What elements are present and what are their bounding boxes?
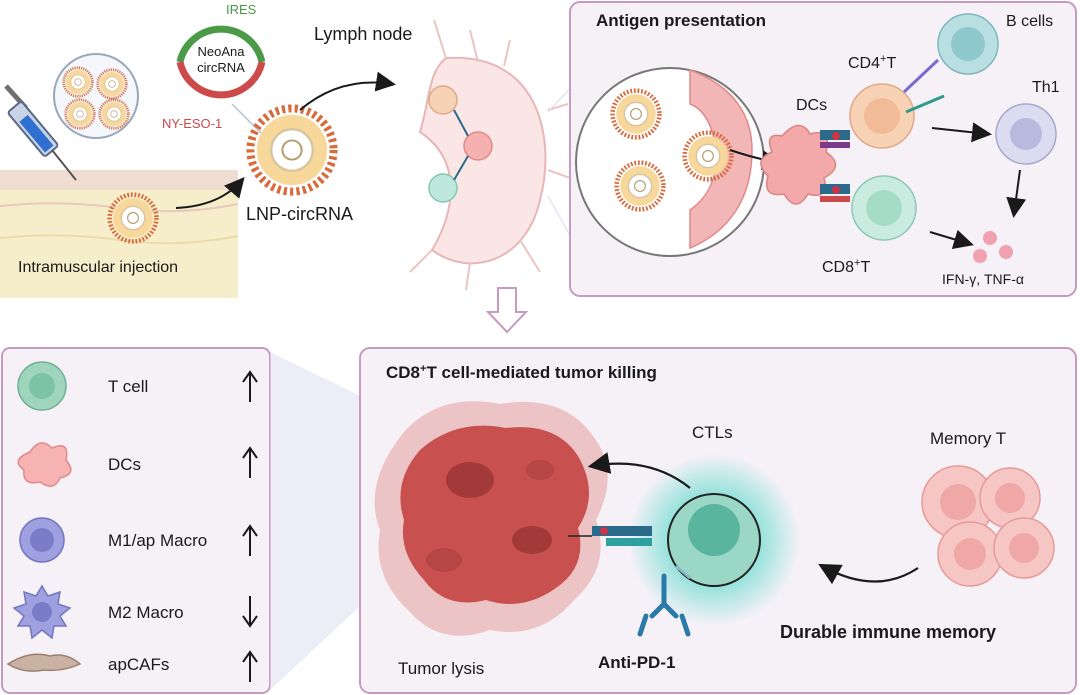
lymph-node-label: Lymph node — [314, 24, 412, 44]
trend-up-icon — [242, 370, 258, 402]
transition-arrow-icon — [485, 287, 529, 334]
ctls-label: CTLs — [692, 423, 733, 442]
cd8-label: CD8+T — [822, 257, 870, 276]
lymph-dc-cell — [463, 131, 493, 161]
trend-up-icon — [242, 650, 258, 682]
lymph-node: Lymph node — [314, 19, 579, 291]
circrna-construct: IRES NeoAna circRNA NY-ESO-1 LNP-circRNA — [162, 2, 396, 224]
circrna-line1: NeoAna — [198, 44, 246, 59]
cytokine-droplets — [973, 231, 1013, 263]
anti-pd1-antibody-icon — [637, 564, 691, 637]
circrna-line2: circRNA — [197, 60, 245, 75]
anti-pd1-label: Anti-PD-1 — [598, 653, 675, 672]
arrow-to-lnp — [175, 176, 245, 209]
cell-changes-legend: T cell DCs M1/ap Macro M2 Macro apCAFs — [1, 347, 271, 694]
mhc-tcr-complex-cd8 — [820, 184, 850, 202]
antigen-presentation-panel: Antigen presentation DCs CD4+T B cells T… — [569, 1, 1077, 297]
trend-up-icon — [242, 446, 258, 478]
tumor-killing-panel: CD8+T cell-mediated tumor killing Tumor … — [359, 347, 1077, 694]
dcs-label: DCs — [796, 97, 827, 114]
legend-label-4: apCAFs — [108, 655, 169, 674]
killing-panel-title: CD8+T cell-mediated tumor killing — [386, 363, 657, 382]
b-cells-label: B cells — [1006, 13, 1053, 30]
tumor-mass — [374, 401, 608, 636]
legend-label-1: DCs — [108, 455, 141, 474]
memory-arrow — [818, 563, 919, 585]
ires-label: IRES — [226, 2, 257, 17]
cytokines-label: IFN-γ, TNF-α — [942, 271, 1024, 287]
th1-label: Th1 — [1032, 79, 1060, 96]
antigen-panel-title: Antigen presentation — [596, 11, 766, 30]
mhc-tcr-complex-cd4 — [820, 130, 850, 148]
tumor-lysis-label: Tumor lysis — [398, 659, 484, 678]
lnp-circrna-particle — [250, 108, 333, 191]
lymph-cd4-cell — [428, 85, 458, 115]
antigen-label: NY-ESO-1 — [162, 116, 222, 131]
legend-label-2: M1/ap Macro — [108, 531, 207, 550]
arrow-to-lymph — [299, 71, 396, 111]
trend-up-icon — [242, 524, 258, 556]
durable-memory-label: Durable immune memory — [780, 622, 996, 642]
memory-t-label: Memory T — [930, 429, 1006, 448]
injection-region: Intramuscular injection — [0, 53, 245, 298]
injection-label: Intramuscular injection — [18, 259, 178, 276]
syringe-icon — [4, 84, 77, 181]
tcr-mhc-synapse — [568, 526, 652, 546]
lymph-cd8-cell — [428, 173, 458, 203]
ctl-kill-arrow — [587, 452, 691, 489]
legend-label-3: M2 Macro — [108, 603, 184, 622]
dc-legend-icon — [17, 442, 72, 487]
lnp-bubble — [53, 53, 139, 139]
trend-down-icon — [242, 596, 258, 628]
apcaf-legend-icon — [6, 653, 82, 672]
memory-t-cells — [921, 465, 1055, 587]
cd4-label: CD4+T — [848, 53, 896, 72]
lnp-circrna-label: LNP-circRNA — [246, 204, 353, 224]
legend-label-0: T cell — [108, 377, 148, 396]
